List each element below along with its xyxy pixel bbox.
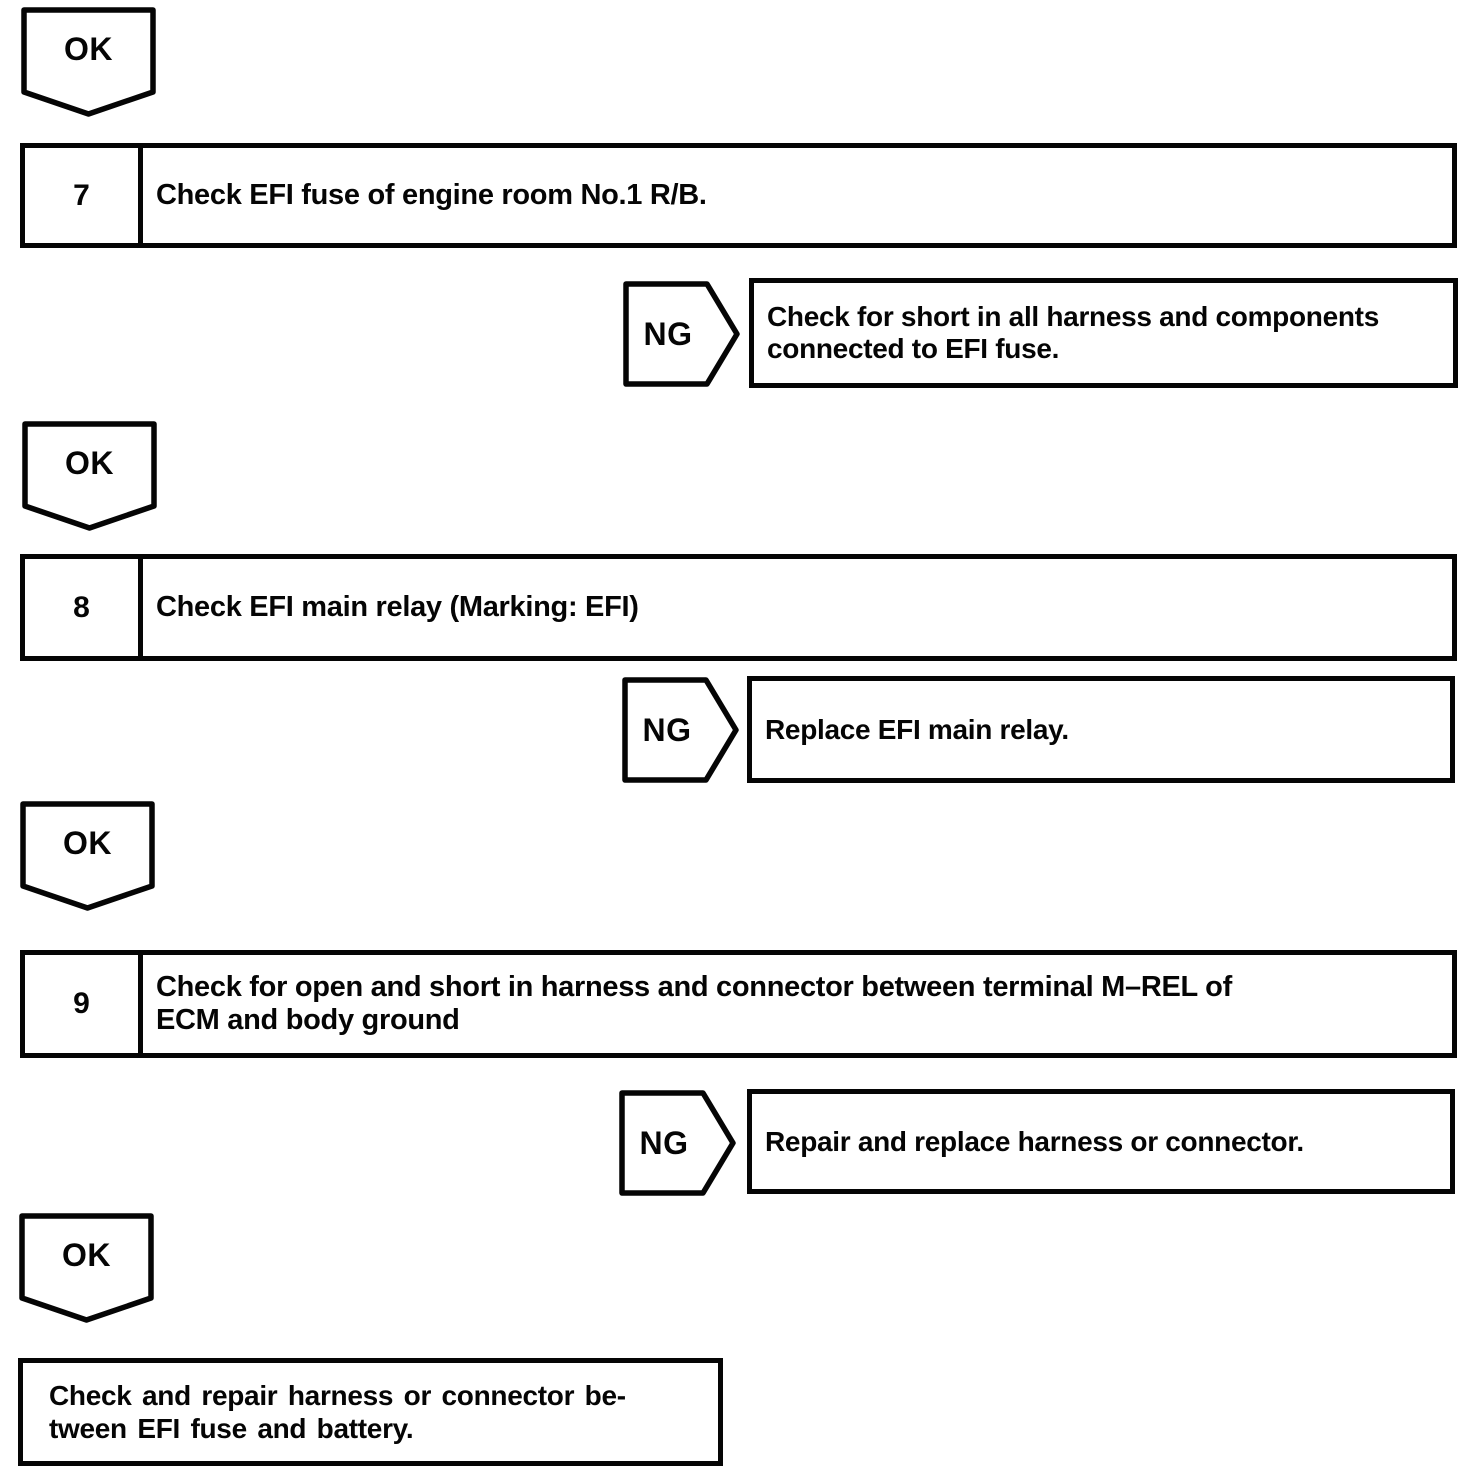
ok-label: OK: [62, 1236, 111, 1273]
ng-label: NG: [642, 711, 692, 748]
ok-pentagon-icon: [20, 801, 155, 911]
ng-arrow-icon: [619, 1090, 736, 1196]
ok-label: OK: [65, 444, 114, 481]
final-action-box: Check and repair harness or connector be…: [18, 1358, 723, 1466]
ng-result-2: Replace EFI main relay.: [747, 676, 1455, 783]
ok-pentagon-icon: [22, 421, 157, 531]
step-7-number: 7: [25, 148, 143, 243]
step-9-row: 9 Check for open and short in harness an…: [20, 950, 1457, 1058]
ok-label: OK: [63, 824, 112, 861]
ng-arrow-icon: [622, 677, 739, 783]
step-9-instruction: Check for open and short in harness and …: [156, 971, 1232, 1036]
step-8-number: 8: [25, 559, 143, 656]
ng-label: NG: [643, 315, 693, 352]
step-7-row: 7 Check EFI fuse of engine room No.1 R/B…: [20, 143, 1457, 248]
ok-pentagon-icon: [21, 7, 156, 117]
ok-connector-2: OK: [21, 420, 158, 532]
ng-connector-2: NG: [621, 676, 740, 784]
ok-connector-1: OK: [20, 6, 157, 118]
ok-pentagon-icon: [19, 1213, 154, 1323]
ng-arrow-icon: [623, 281, 740, 387]
ng-connector-1: NG: [622, 280, 741, 388]
ng-label: NG: [639, 1124, 689, 1161]
ok-connector-3: OK: [19, 800, 156, 912]
ng-result-3: Repair and replace harness or connector.: [747, 1089, 1455, 1194]
step-9-number: 9: [25, 955, 143, 1053]
ok-connector-4: OK: [18, 1212, 155, 1324]
step-7-instruction: Check EFI fuse of engine room No.1 R/B.: [156, 179, 707, 211]
step-8-row: 8 Check EFI main relay (Marking: EFI): [20, 554, 1457, 661]
ng-result-1: Check for short in all harness and compo…: [749, 278, 1458, 388]
ok-label: OK: [64, 30, 113, 67]
ng-connector-3: NG: [618, 1089, 737, 1197]
step-8-instruction: Check EFI main relay (Marking: EFI): [156, 591, 639, 623]
